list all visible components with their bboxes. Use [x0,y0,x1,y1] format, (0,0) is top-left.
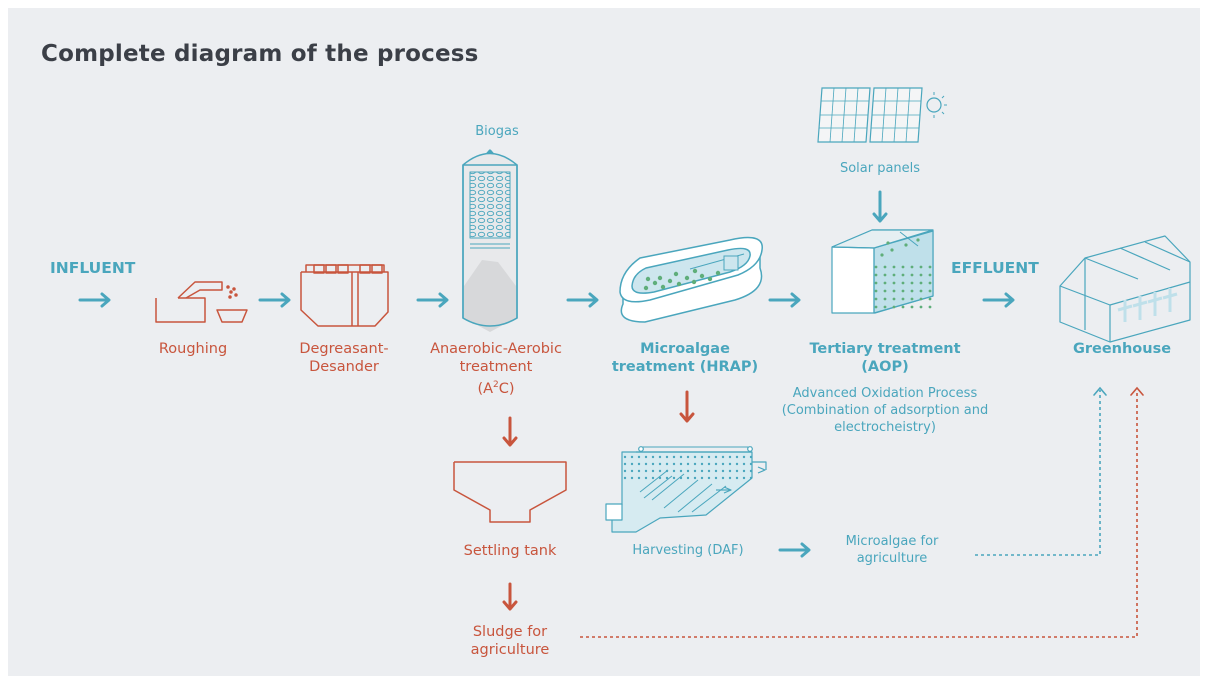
arrow-anaerobic-microalgae [566,292,599,308]
anaerobic-label-line-2: treatment [459,359,533,375]
effluent-label: EFFLUENT [951,259,1039,277]
harvesting-label: Harvesting (DAF) [632,543,744,558]
sludge-label-line-1: Sludge for [472,624,548,640]
aop-description-line-3: electrocheistry) [834,420,936,435]
arrowhead-red-greenhouse [1130,386,1144,396]
degreasant-label-line-2: Desander [309,359,379,375]
influent-label: INFLUENT [50,259,136,277]
a2c-prefix: (A [477,380,494,397]
anaerobic-label-line-1: Anaerobic-Aerobic [430,341,562,357]
microalgae-agri-line-2: agriculture [856,551,928,566]
tertiary-treatment-label: Tertiary treatment (AOP) [795,340,975,376]
arrow-harvesting-microalgae-agri [778,542,811,558]
roughing-icon [155,281,248,323]
greenhouse-icon [1059,235,1191,343]
tertiary-label-line-1: Tertiary treatment [809,341,961,357]
solar-panels-label: Solar panels [839,161,921,176]
diagram-card: Complete diagram of the process [8,8,1200,676]
arrow-tertiary-greenhouse [982,292,1015,308]
arrow-solar-down [872,190,888,223]
sludge-label: Sludge for agriculture [448,623,572,659]
microalgae-label-line-1: Microalgae [640,341,730,357]
anaerobic-label: Anaerobic-Aerobic treatment (A2C) [422,340,570,398]
hrap-pond-icon [619,236,763,323]
degreasant-label: Degreasant- Desander [284,340,404,376]
solar-panels-icon [817,87,947,143]
aop-description: Advanced Oxidation Process (Combination … [775,385,995,436]
a2c-suffix: C) [498,380,515,397]
arrow-degreasant-anaerobic [416,292,449,308]
arrow-roughing-degreasant [258,292,291,308]
page-title: Complete diagram of the process [41,41,479,67]
microalgae-agri-line-1: Microalgae for [845,534,939,549]
settling-tank-label: Settling tank [463,543,557,559]
roughing-label: Roughing [158,341,228,357]
arrowhead-blue-greenhouse [1093,386,1107,396]
dotted-line-sludge-greenhouse [580,390,1138,638]
microalgae-agriculture-label: Microalgae for agriculture [822,533,962,567]
dotted-line-microalgae-greenhouse [975,390,1101,556]
aop-icon [831,229,934,314]
anaerobic-reactor-icon [462,152,518,332]
arrow-influent-roughing [78,292,111,308]
arrow-microalgae-harvesting [679,390,695,423]
aop-description-line-1: Advanced Oxidation Process [792,386,978,401]
degreasant-icon [300,264,389,327]
greenhouse-label: Greenhouse [1072,341,1172,357]
a2c-superscript: 2 [493,380,499,390]
biogas-label: Biogas [475,124,519,139]
arrow-anaerobic-settling [502,416,518,447]
sludge-label-line-2: agriculture [470,642,550,658]
arrow-settling-sludge [502,582,518,611]
tertiary-label-line-2: (AOP) [861,359,909,375]
anaerobic-label-line-3: (A2C) [422,376,570,398]
settling-tank-icon [453,461,567,523]
aop-description-line-2: (Combination of adsorption and [781,403,989,418]
arrow-microalgae-tertiary [768,292,801,308]
degreasant-label-line-1: Degreasant- [299,341,389,357]
daf-harvesting-icon [605,446,767,533]
microalgae-label-line-2: treatment (HRAP) [611,359,759,375]
microalgae-treatment-label: Microalgae treatment (HRAP) [605,340,765,376]
